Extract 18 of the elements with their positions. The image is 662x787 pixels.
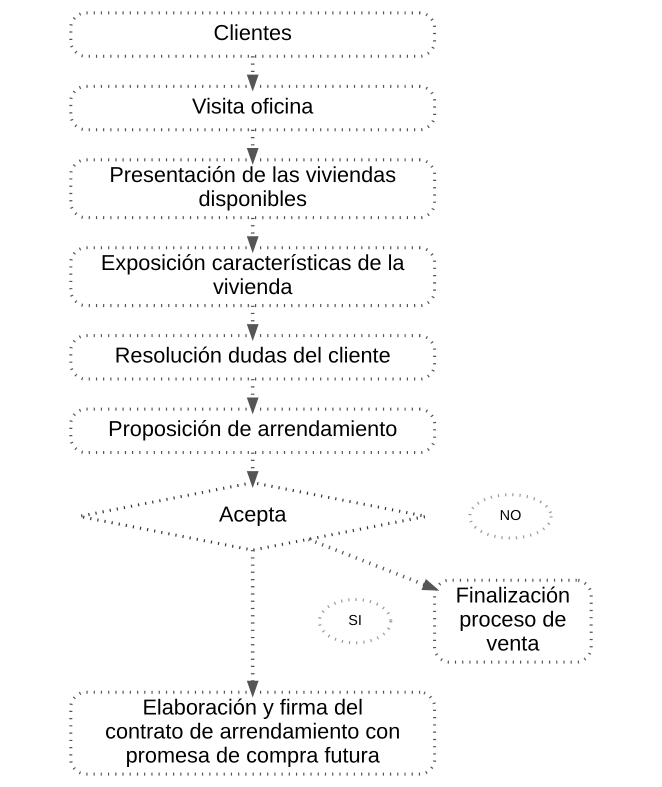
node-box: Finalización proceso de venta	[433, 578, 593, 664]
node-ellipse: SI	[318, 598, 392, 644]
arrow	[246, 306, 259, 342]
arrow	[246, 550, 259, 698]
node-box: Clientes	[69, 11, 436, 58]
arrow	[246, 379, 259, 414]
arrow	[246, 130, 259, 165]
node-ellipse: NO	[468, 493, 553, 540]
node-box: Elaboración y firma del contrato de arrendamiento con promesa de compra futura	[69, 690, 436, 776]
node-box: Exposición características de la vivienda	[69, 246, 436, 308]
node-box: Visita oficina	[69, 84, 436, 132]
arrow	[246, 218, 259, 254]
node-box: Presentación de las viviendas disponibles	[69, 158, 436, 220]
arrow	[246, 56, 259, 92]
node-box: Proposición de arrendamiento	[69, 408, 436, 454]
arrow	[308, 538, 440, 591]
node-box: Resolución dudas del cliente	[69, 334, 436, 381]
arrow	[246, 452, 259, 488]
